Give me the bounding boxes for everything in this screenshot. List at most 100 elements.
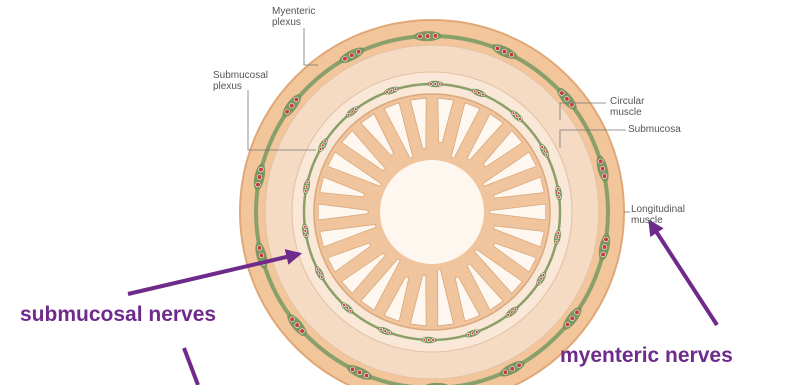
neuron-cell — [542, 274, 545, 277]
neuron-cell — [515, 115, 518, 118]
neuron-cell — [386, 91, 389, 94]
neuron-cell — [600, 166, 605, 171]
neuron-cell — [347, 113, 350, 116]
neuron-cell — [517, 363, 522, 368]
neuron-cell — [514, 308, 517, 311]
neuron-cell — [519, 118, 522, 121]
neuron-cell — [540, 277, 543, 280]
neuron-cell — [558, 196, 561, 199]
neuron-cell — [482, 93, 485, 96]
label-longitudinal-muscle-line1: Longitudinal — [631, 204, 685, 215]
neuron-cell — [602, 245, 607, 250]
label-circular-muscle-line2: muscle — [610, 107, 644, 118]
neuron-cell — [306, 181, 309, 184]
neuron-cell — [346, 307, 349, 310]
neuron-cell — [434, 83, 437, 86]
neuron-cell — [318, 272, 321, 275]
neuron-cell — [604, 237, 609, 242]
neuron-cell — [259, 167, 264, 172]
neuron-cell — [510, 311, 513, 314]
arrow-submucosal-nerves-tail — [184, 348, 198, 385]
neuron-cell — [560, 91, 565, 96]
neuron-cell — [565, 97, 570, 102]
neuron-cell — [557, 187, 560, 190]
annotation-myenteric-nerves: myenteric nerves — [560, 344, 733, 368]
neuron-cell — [388, 331, 391, 334]
neuron-cell — [357, 370, 362, 375]
neuron-cell — [350, 367, 355, 372]
neuron-cell — [350, 53, 355, 58]
label-myenteric-plexus-line1: Myenteric — [272, 6, 315, 17]
neuron-cell — [349, 309, 352, 312]
label-submucosal-plexus: Submucosal plexus — [213, 70, 268, 92]
neuron-cell — [257, 246, 262, 251]
neuron-cell — [384, 330, 387, 333]
neuron-cell — [471, 332, 474, 335]
neuron-cell — [543, 149, 546, 152]
neuron-cell — [502, 49, 507, 54]
neuron-cell — [430, 83, 433, 86]
neuron-cell — [510, 366, 515, 371]
neuron-cell — [319, 148, 322, 151]
neuron-cell — [570, 316, 575, 321]
neuron-cell — [351, 111, 354, 114]
label-submucosal-plexus-line2: plexus — [213, 81, 268, 92]
neuron-cell — [565, 322, 570, 327]
neuron-cell — [343, 57, 348, 62]
neuron-cell — [304, 190, 307, 193]
neuron-cell — [300, 329, 305, 334]
neuron-cell — [438, 83, 441, 86]
neuron-cell — [432, 339, 435, 342]
neuron-cell — [512, 112, 515, 115]
neuron-cell — [541, 146, 544, 149]
neuron-cell — [545, 153, 548, 156]
neuron-cell — [427, 339, 430, 342]
neuron-cell — [538, 281, 541, 284]
neuron-cell — [473, 90, 476, 93]
neuron-cell — [343, 304, 346, 307]
neuron-cell — [423, 338, 426, 341]
neuron-cell — [503, 370, 508, 375]
neuron-cell — [556, 236, 559, 239]
label-circular-muscle: Circular muscle — [610, 96, 644, 118]
neuron-cell — [305, 234, 308, 237]
label-myenteric-plexus: Myenteric plexus — [272, 6, 315, 28]
neuron-cell — [390, 89, 393, 92]
neuron-cell — [598, 159, 603, 164]
neuron-cell — [495, 46, 500, 51]
neuron-cell — [304, 230, 307, 233]
neuron-cell — [476, 331, 479, 334]
neuron-cell — [602, 174, 607, 179]
neuron-cell — [418, 34, 423, 39]
label-myenteric-plexus-line2: plexus — [272, 17, 315, 28]
neuron-cell — [285, 110, 290, 115]
neuron-cell — [256, 182, 261, 187]
neuron-cell — [321, 144, 324, 147]
label-circular-muscle-line1: Circular — [610, 96, 644, 107]
neuron-cell — [557, 192, 560, 195]
arrow-myenteric-nerves — [650, 222, 717, 325]
neuron-cell — [294, 97, 299, 102]
neuron-cell — [575, 310, 580, 315]
neuron-cell — [316, 268, 319, 271]
label-longitudinal-muscle: Longitudinal muscle — [631, 204, 685, 226]
annotation-submucosal-nerves: submucosal nerves — [20, 303, 216, 327]
neuron-cell — [394, 88, 397, 91]
neuron-cell — [356, 50, 361, 55]
neuron-cell — [257, 175, 262, 180]
neuron-cell — [477, 92, 480, 95]
neuron-cell — [324, 140, 327, 143]
neuron-cell — [354, 108, 357, 111]
neuron-cell — [364, 373, 369, 378]
lumen — [380, 160, 484, 264]
neuron-cell — [425, 34, 430, 39]
neuron-cell — [320, 276, 323, 279]
neuron-cell — [555, 240, 558, 243]
neuron-cell — [433, 34, 438, 39]
neuron-cell — [557, 232, 560, 235]
neuron-cell — [509, 53, 514, 58]
label-submucosal-plexus-line1: Submucosal — [213, 70, 268, 81]
neuron-cell — [507, 314, 510, 317]
neuron-cell — [305, 185, 308, 188]
